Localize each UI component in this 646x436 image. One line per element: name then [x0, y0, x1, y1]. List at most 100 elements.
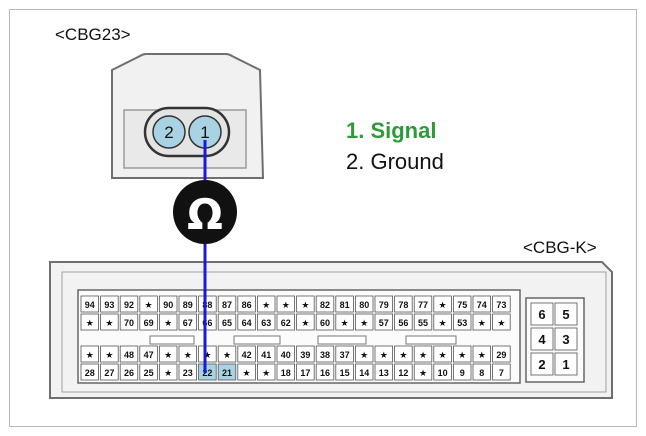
cbg-k-pin-cell: [452, 345, 472, 363]
cbg-k-pin-label: 89: [183, 300, 193, 310]
cbg-k-pin-cell: [492, 345, 511, 363]
cbg-k-pin-cell: [433, 345, 452, 363]
cbg-k-pin-label: 10: [438, 368, 448, 378]
cbg-k-pin-cell: [198, 313, 217, 331]
cbg-k-pin-cell: [158, 313, 178, 331]
cbg-k-pin-cell: [354, 295, 374, 313]
cbg-k-pin-cell: [237, 295, 256, 313]
cbg-k-pin-cell: [276, 295, 296, 313]
cbg-k-pin-cell: [492, 313, 511, 331]
cbg-k-pin-cell: [433, 313, 452, 331]
cbg-k-pin-label: ★: [86, 351, 94, 361]
cbg-k-pin-label: 64: [242, 318, 252, 328]
cbg-k-pin-label: ★: [419, 369, 427, 379]
cbg-k-pin-label: ★: [360, 319, 368, 329]
cbg-k-pin-cell: [335, 345, 354, 363]
cbg-k-pin-cell: [354, 313, 374, 331]
cbg-k-pin-cell: [354, 345, 374, 363]
cbg-k-pin-label: 87: [222, 300, 232, 310]
cbg-k-pin-cell: [276, 313, 296, 331]
cbg-k-pin-label: ★: [439, 351, 447, 361]
cbg-k-pin-label: 55: [418, 318, 428, 328]
cbg-k-pin-cell: [433, 363, 452, 381]
cbg-k-pin-label: 29: [496, 350, 506, 360]
cbg-k-pin-cell: [394, 313, 413, 331]
cbg-k-pin-cell: [374, 313, 394, 331]
cbg-k-pin-cell: [374, 295, 394, 313]
cbg-k-pin-label: ★: [243, 369, 251, 379]
cbg-k-pin-label: 80: [359, 300, 369, 310]
cbg-k-pin-cell: [315, 295, 335, 313]
cbg-k-pin-cell: [139, 363, 158, 381]
cbg-k-pin-label: 66: [202, 318, 212, 328]
cbg-k-side-pin-cell: [554, 352, 578, 376]
cbg-k-pin-cell: [276, 345, 296, 363]
cbg-k-pin-label: 26: [124, 368, 134, 378]
cbg-k-pin-label: ★: [223, 351, 231, 361]
cbg-k-pin-label: 18: [281, 368, 291, 378]
cbg-k-pin-cell: [374, 363, 394, 381]
cbg-k-pin-label: 8: [479, 368, 484, 378]
cbg-k-pin-label: 12: [398, 368, 408, 378]
cbg-k-pin-label: ★: [478, 351, 486, 361]
cbg-k-pin-cell: [178, 363, 198, 381]
cbg-k-pin-cell: [100, 363, 119, 381]
cbg-k-pin-cell: [256, 295, 276, 313]
cbg-k-pin-label: ★: [360, 351, 368, 361]
cbg-k-pin-label: 16: [320, 368, 330, 378]
cbg-k-pin-label: ★: [105, 351, 113, 361]
cbg-k-pin-cell: [198, 345, 217, 363]
cbg23-pin-2: [152, 115, 186, 149]
cbg-k-pin-label: 86: [242, 300, 252, 310]
cbg-k-pin-label: 73: [496, 300, 506, 310]
cbg23-pin-1-label: 1: [200, 123, 209, 142]
cbg-k-pin-cell: [492, 363, 511, 381]
cbg-k-pin-cell: [178, 345, 198, 363]
cbg-k-pin-label: 56: [398, 318, 408, 328]
cbg-k-pin-label: 81: [340, 300, 350, 310]
cbg-k-pin-label: 62: [281, 318, 291, 328]
cbg-k-pin-cell: [119, 313, 139, 331]
cbg-k-pin-label: ★: [439, 319, 447, 329]
cbg-k-pin-label: ★: [380, 351, 388, 361]
cbg-k-pin-cell: [217, 363, 237, 381]
cbg-k-pin-label: 39: [300, 350, 310, 360]
cbg-k-side-pin-label: 5: [562, 307, 569, 322]
cbg-k-pin-cell: [158, 345, 178, 363]
cbg-k-pin-label: 13: [379, 368, 389, 378]
cbg-k-pin-label: ★: [262, 369, 270, 379]
cbg-k-pin-label: 41: [261, 350, 271, 360]
cbg-k-pin-cell: [413, 363, 433, 381]
connector-cbg23: 2 1: [111, 53, 265, 179]
cbg-k-pin-label: 82: [320, 300, 330, 310]
cbg-k-pin-cell: [80, 295, 100, 313]
cbg-k-pin-label: 23: [183, 368, 193, 378]
cbg-k-pin-cell: [492, 295, 511, 313]
ohm-symbol: Ω: [187, 190, 223, 239]
cbg-k-pin-cell: [237, 363, 256, 381]
cbg-k-pin-cell: [119, 363, 139, 381]
cbg-k-pin-label: ★: [282, 301, 290, 311]
cbg-k-pin-label: ★: [164, 319, 172, 329]
cbg-k-pin-label: 48: [124, 350, 134, 360]
cbg-k-pin-label: ★: [86, 319, 94, 329]
cbg-k-pin-cell: [178, 295, 198, 313]
cbg-k-pin-cell: [413, 295, 433, 313]
cbg-k-pin-label: 7: [499, 368, 504, 378]
cbg-k-pin-cell: [80, 345, 100, 363]
cbg-k-pin-cell: [276, 363, 296, 381]
cbg-k-pin-label: 28: [85, 368, 95, 378]
cbg-k-pin-label: 65: [222, 318, 232, 328]
cbg-k-side-pin-cell: [554, 302, 578, 326]
cbg-k-pin-label: ★: [145, 301, 153, 311]
cbg-k-pin-cell: [433, 295, 452, 313]
cbg-k-side-pin-label: 2: [538, 357, 545, 372]
legend-signal: 1. Signal: [346, 118, 437, 143]
cbg-k-pin-label: 17: [300, 368, 310, 378]
cbg-k-pin-cell: [256, 363, 276, 381]
cbg-k-pin-label: ★: [301, 319, 309, 329]
cbg-k-pin-label: ★: [105, 319, 113, 329]
